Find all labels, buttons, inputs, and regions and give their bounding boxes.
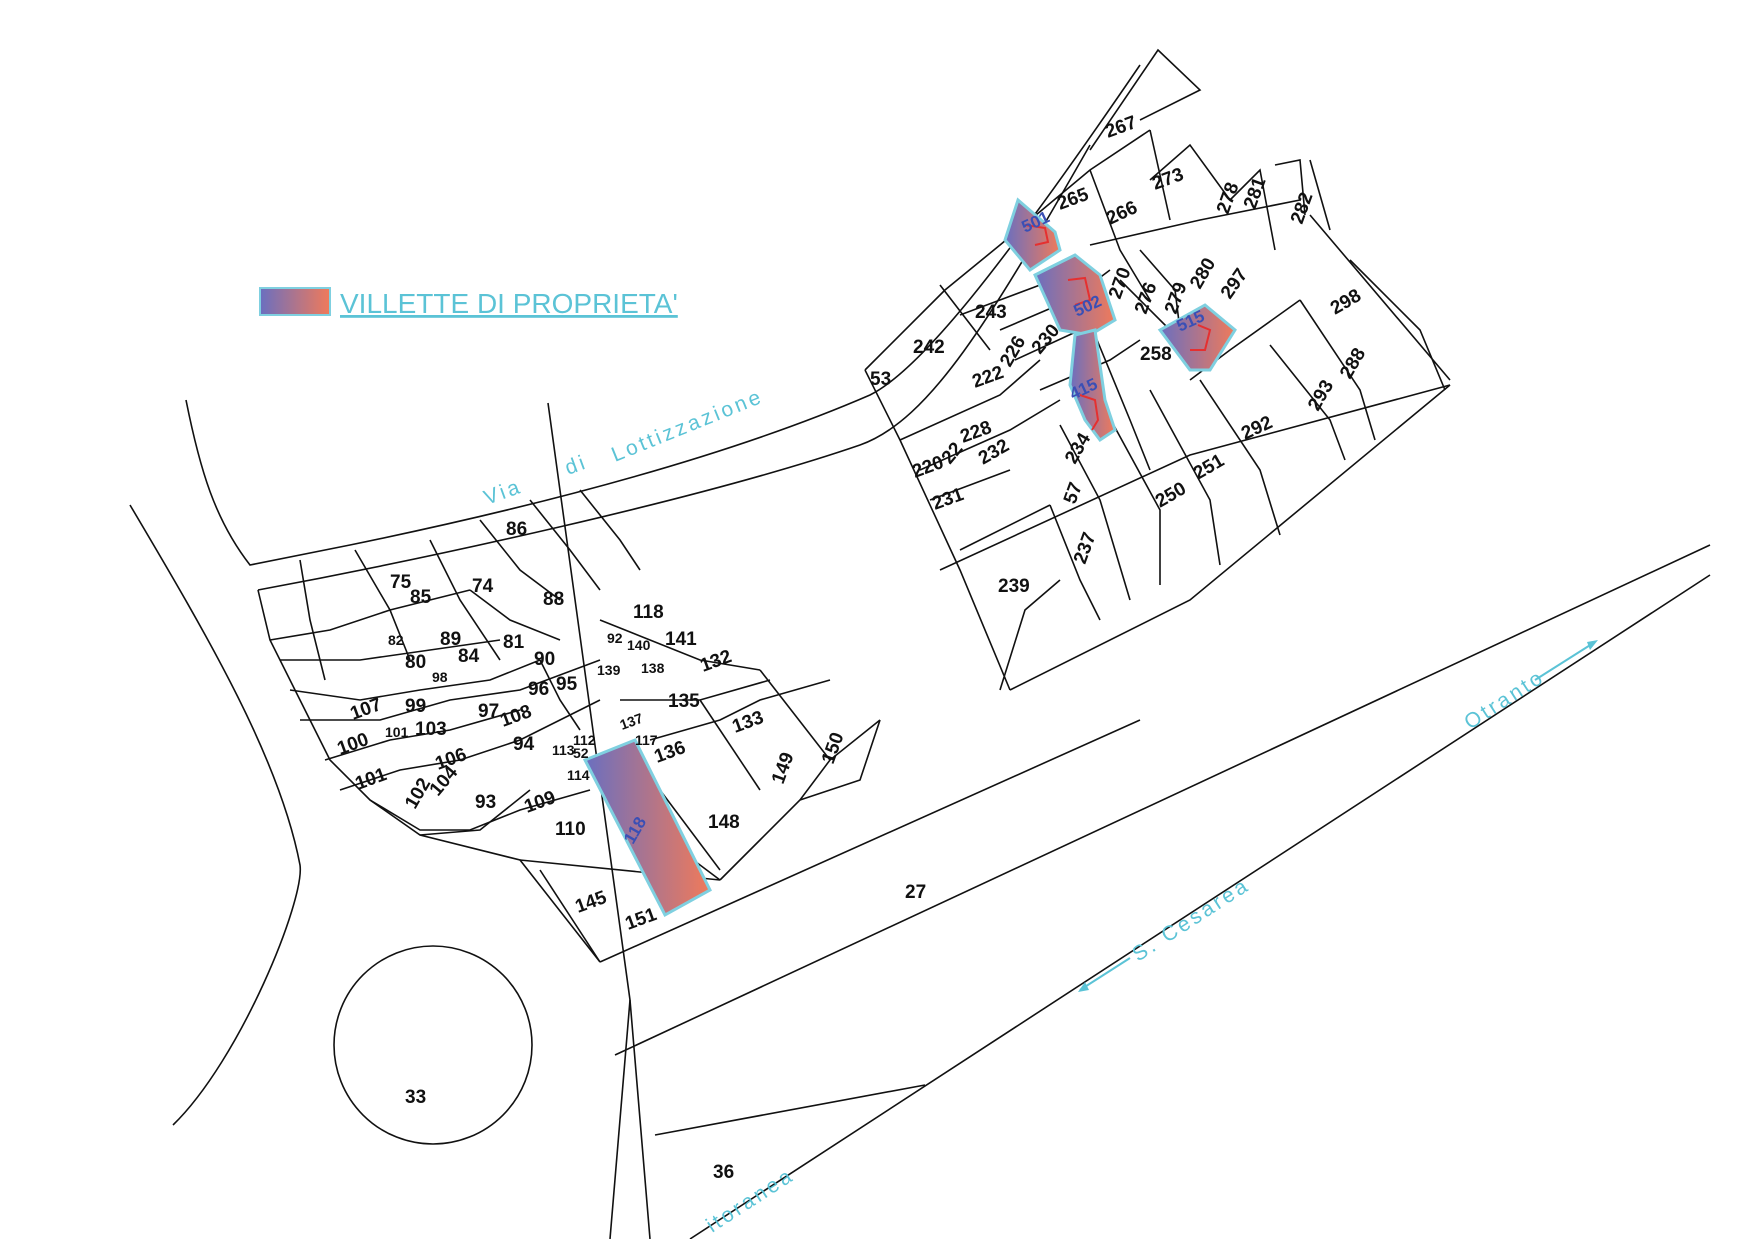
lot-74: 74: [472, 576, 494, 597]
lot-280: 280: [1186, 255, 1220, 293]
lot-148: 148: [708, 812, 740, 833]
lot-138: 138: [641, 660, 665, 676]
lot-labels: 267 273 265 266 278 281 282 270 276 279 …: [335, 112, 1371, 1183]
lot-297: 297: [1217, 265, 1252, 303]
villa-501[interactable]: [1003, 197, 1062, 272]
lot-36: 36: [713, 1162, 734, 1183]
lot-118b: 118: [633, 602, 664, 623]
lot-94: 94: [513, 734, 535, 755]
lot-92: 92: [607, 630, 623, 646]
lot-298: 298: [1327, 285, 1365, 319]
lot-110: 110: [555, 819, 586, 840]
lot-27: 27: [905, 882, 926, 903]
lot-96: 96: [528, 679, 549, 700]
road-label-otranto: Otranto: [1460, 665, 1549, 734]
lot-90: 90: [534, 649, 555, 670]
lot-137: 137: [618, 710, 646, 733]
lot-267: 267: [1103, 112, 1140, 143]
lot-100: 100: [335, 729, 372, 760]
lot-265: 265: [1055, 184, 1092, 215]
lot-103: 103: [415, 719, 447, 740]
lot-237: 237: [1070, 530, 1101, 567]
villa-118[interactable]: [582, 738, 712, 918]
villa-515[interactable]: [1157, 303, 1237, 372]
lot-288: 288: [1336, 345, 1370, 383]
lot-132: 132: [698, 646, 735, 677]
lot-85: 85: [410, 587, 432, 608]
lot-242: 242: [913, 337, 945, 358]
lot-84: 84: [458, 646, 480, 667]
legend-label: VILLETTE DI PROPRIETA': [340, 288, 678, 319]
highlighted-villas: [582, 197, 1237, 918]
lot-293: 293: [1304, 377, 1338, 415]
lot-278: 278: [1213, 180, 1244, 217]
lot-282: 282: [1287, 190, 1318, 227]
lot-97: 97: [478, 701, 499, 722]
lot-93: 93: [475, 792, 496, 813]
road-label-lottizzazione: Lottizzazione: [608, 385, 766, 467]
highlight-labels: 501 502 515 415 118: [620, 207, 1207, 847]
lot-101: 101: [353, 764, 390, 795]
ne-block-parcels: [864, 48, 1451, 691]
villa-502[interactable]: [1033, 253, 1117, 337]
lot-273: 273: [1150, 164, 1187, 195]
lot-75: 75: [390, 572, 412, 593]
road-label-cesarea: S. Cesarea: [1128, 873, 1254, 966]
lot-98: 98: [432, 669, 448, 685]
lot-276: 276: [1131, 280, 1162, 317]
lot-151: 151: [623, 904, 660, 935]
lot-86: 86: [506, 519, 527, 540]
lot-140: 140: [627, 637, 651, 653]
lot-89: 89: [440, 629, 461, 650]
lot-95: 95: [556, 674, 578, 695]
lot-112: 112: [573, 732, 596, 748]
lot-114: 114: [567, 767, 590, 783]
lot-139: 139: [597, 662, 621, 678]
lot-141: 141: [665, 629, 697, 650]
lot-292: 292: [1238, 412, 1276, 444]
lot-145: 145: [573, 887, 610, 918]
lot-222: 222: [970, 362, 1007, 393]
lot-88: 88: [543, 589, 564, 610]
lot-149: 149: [768, 750, 799, 787]
lot-266: 266: [1103, 197, 1141, 229]
lot-226: 226: [996, 333, 1030, 371]
lot-108: 108: [498, 701, 535, 732]
lot-113: 113: [552, 742, 575, 758]
lot-80: 80: [405, 652, 426, 673]
villa-415[interactable]: [1068, 328, 1117, 443]
lot-243: 243: [975, 302, 1007, 323]
lot-33: 33: [405, 1087, 426, 1108]
lot-239: 239: [998, 576, 1030, 597]
lot-101b: 101: [385, 724, 409, 740]
road-lines: [129, 64, 1711, 1239]
lot-251: 251: [1190, 450, 1228, 484]
lot-82: 82: [388, 632, 404, 648]
lot-258: 258: [1140, 344, 1172, 365]
lot-150: 150: [818, 730, 849, 767]
lot-117: 117: [635, 732, 658, 748]
lot-99: 99: [405, 696, 426, 717]
lot-234: 234: [1061, 429, 1095, 467]
legend-swatch: [259, 287, 331, 316]
lot-81: 81: [503, 632, 525, 653]
legend: VILLETTE DI PROPRIETA': [259, 287, 678, 319]
road-label-di: di: [562, 450, 591, 479]
lot-135: 135: [668, 691, 700, 712]
lot-52: 52: [573, 745, 589, 761]
lot-57: 57: [1060, 480, 1087, 507]
road-label-via: Via: [481, 475, 525, 510]
lot-53: 53: [870, 369, 891, 390]
